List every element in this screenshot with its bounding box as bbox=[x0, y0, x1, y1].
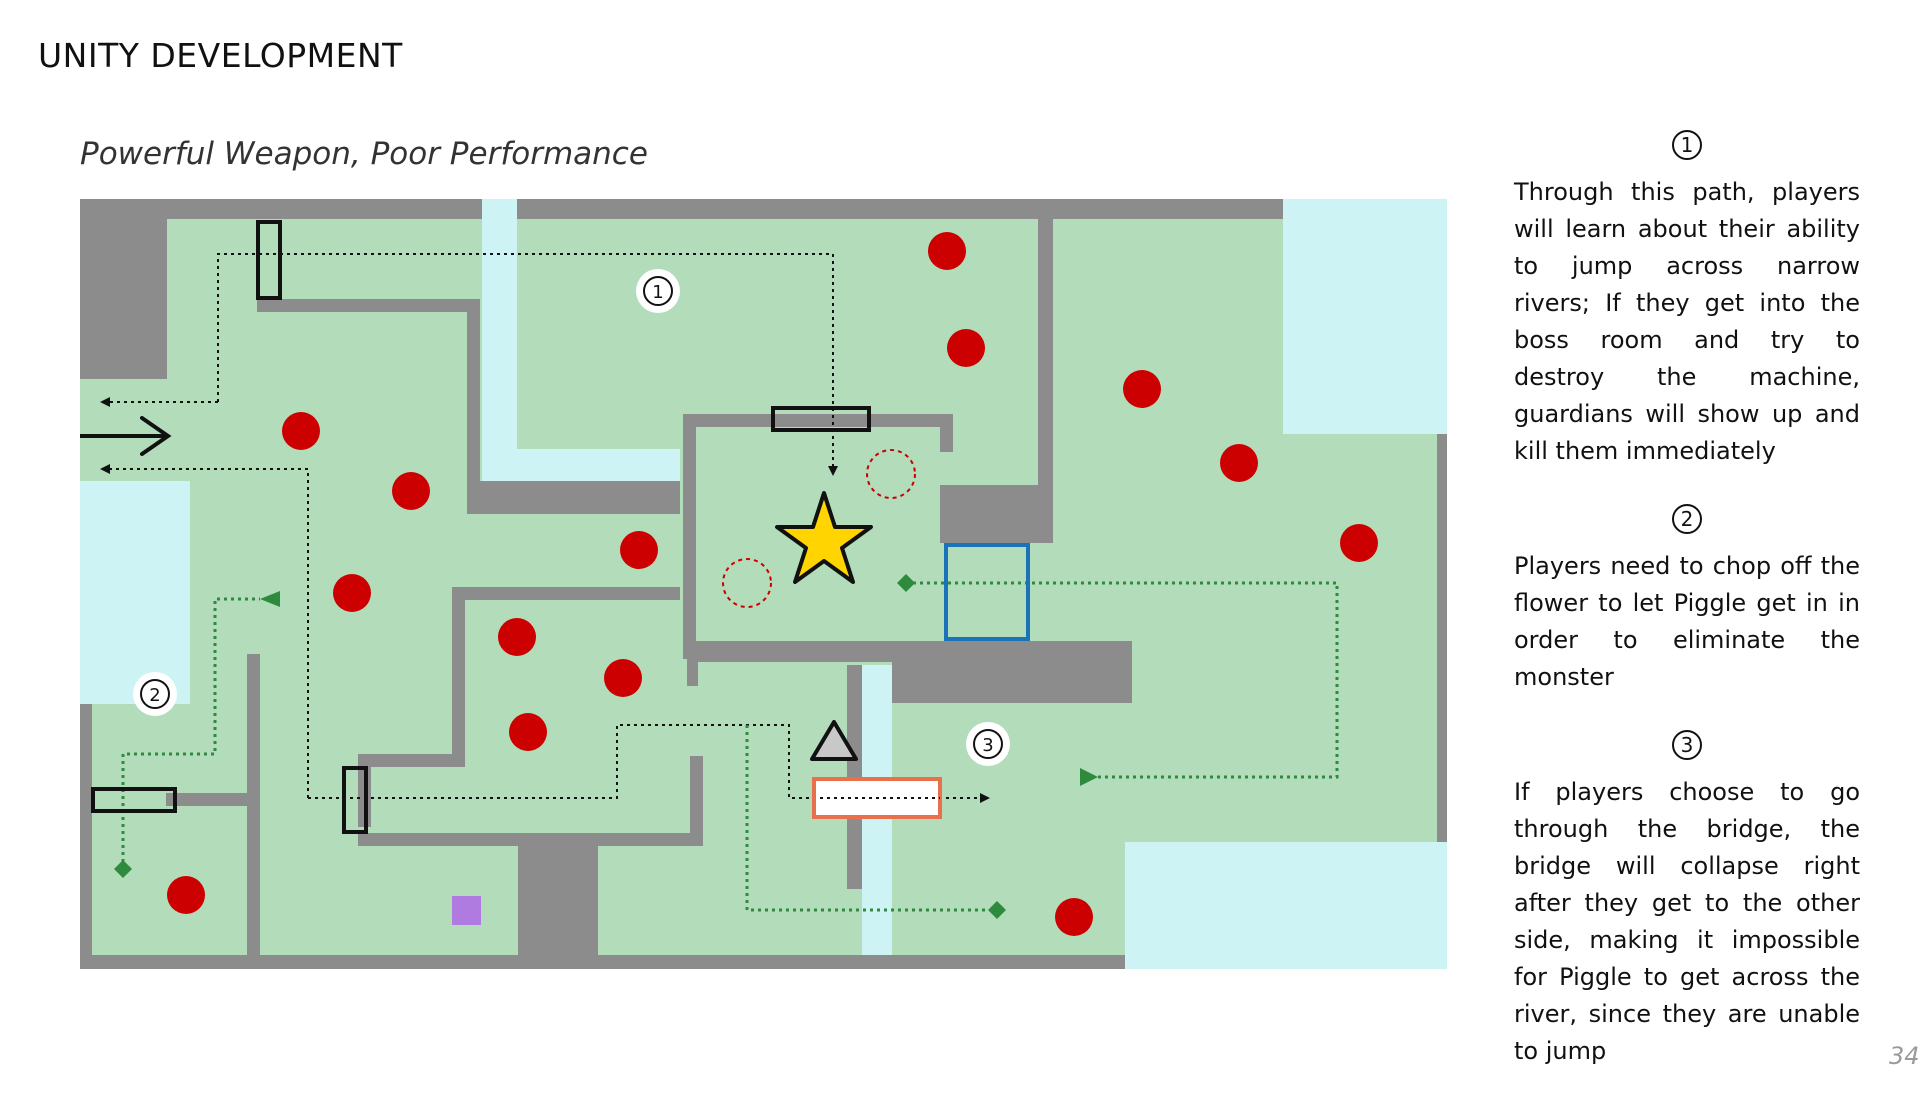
walls bbox=[80, 199, 1447, 969]
level-map: 1 2 3 bbox=[80, 199, 1447, 969]
boss-room-door bbox=[944, 543, 1030, 641]
note-1-text: Through this path, players will learn ab… bbox=[1514, 178, 1860, 465]
map-marker-1: 1 bbox=[636, 269, 680, 313]
map-marker-3: 3 bbox=[966, 722, 1010, 766]
boss-star-icon bbox=[775, 491, 873, 584]
map-subtitle: Powerful Weapon, Poor Performance bbox=[80, 136, 648, 172]
guardian-spawns bbox=[722, 449, 916, 608]
note-3-badge: 3 bbox=[1672, 730, 1702, 760]
svg-text:2: 2 bbox=[149, 685, 160, 706]
page-title: UNITY DEVELOPMENT bbox=[38, 36, 403, 75]
monsters bbox=[167, 232, 1378, 936]
map-floor bbox=[80, 199, 1447, 969]
note-2-text: Players need to chop off the flower to l… bbox=[1514, 552, 1860, 691]
svg-text:3: 3 bbox=[982, 735, 993, 756]
notes-panel: 1 Through this path, players will learn … bbox=[1514, 130, 1860, 1104]
water-areas bbox=[80, 199, 1447, 969]
note-3-text: If players choose to go through the brid… bbox=[1514, 778, 1860, 1065]
note-2: 2 Players need to chop off the flower to… bbox=[1514, 504, 1860, 696]
page-number: 34 bbox=[1889, 1042, 1920, 1070]
note-1-badge: 1 bbox=[1672, 130, 1702, 160]
svg-text:1: 1 bbox=[652, 282, 663, 303]
route-markers bbox=[114, 574, 1098, 919]
note-badge: 1 bbox=[1514, 130, 1860, 160]
entrance-arrow-icon bbox=[80, 416, 172, 456]
flower-triangle-icon bbox=[810, 720, 858, 761]
note-2-badge: 2 bbox=[1672, 504, 1702, 534]
item-square bbox=[452, 896, 481, 925]
note-3: 3 If players choose to go through the br… bbox=[1514, 730, 1860, 1070]
note-badge: 3 bbox=[1514, 730, 1860, 760]
gates bbox=[91, 220, 871, 834]
map-marker-2: 2 bbox=[133, 672, 177, 716]
route-paths-2-3 bbox=[121, 581, 1339, 912]
note-1: 1 Through this path, players will learn … bbox=[1514, 130, 1860, 470]
note-badge: 2 bbox=[1514, 504, 1860, 534]
